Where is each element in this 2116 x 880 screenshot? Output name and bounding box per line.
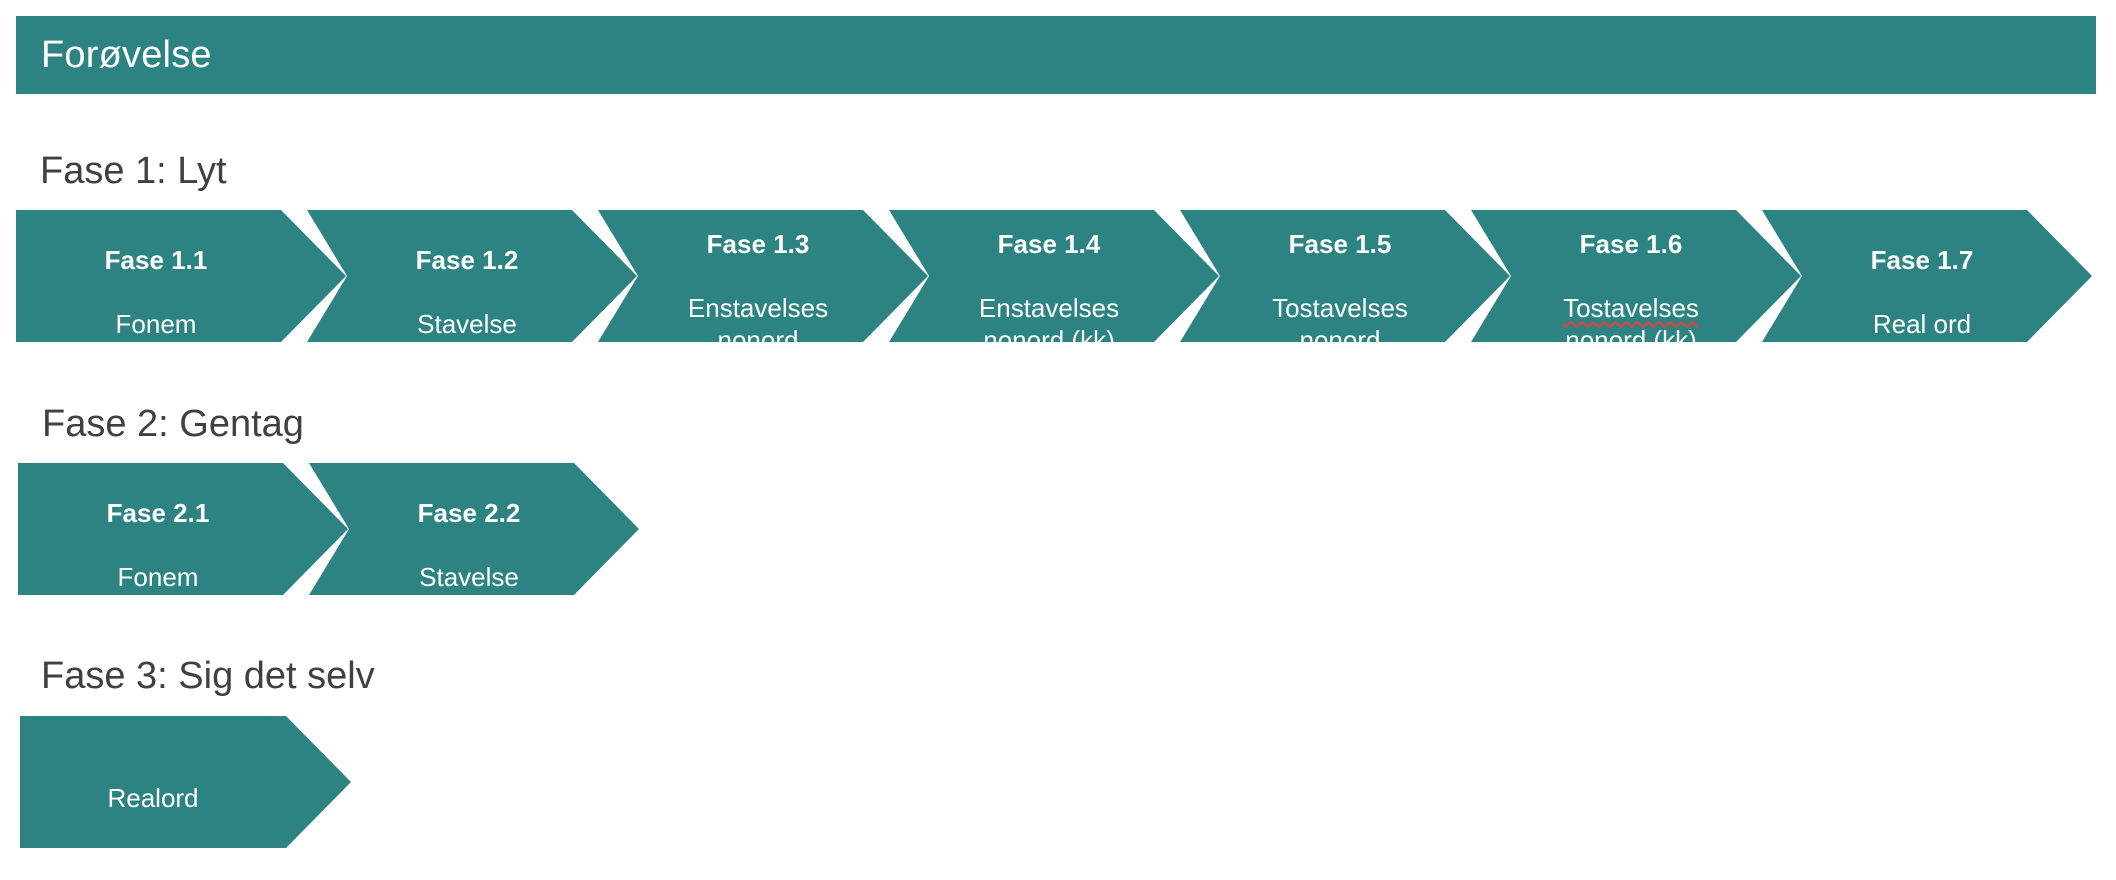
step-title: Fase 1.3: [706, 229, 810, 259]
step-title: Fase 1.1: [104, 245, 208, 275]
step-title: Fase 1.7: [1870, 245, 1974, 275]
step-label: Fonem: [115, 309, 197, 339]
step-label: Tostavelses nonord (kk): [1563, 293, 1699, 355]
phase-1-heading: Fase 1: Lyt: [40, 150, 227, 192]
step-label: Enstavelses nonord: [687, 293, 829, 355]
step-title: Fase 1.5: [1288, 229, 1392, 259]
step-label: Fonem: [117, 562, 199, 592]
phase-2-heading: Fase 2: Gentag: [42, 403, 304, 445]
phase-step-1-4: Fase 1.4 Enstavelses nonord (kk): [889, 210, 1219, 342]
phase-step-1-7: Fase 1.7 Real ord: [1762, 210, 2092, 342]
phase-step-2-1: Fase 2.1 Fonem: [18, 463, 348, 595]
phase-3-heading: Fase 3: Sig det selv: [41, 655, 375, 697]
banner-title: Forøvelse: [41, 33, 212, 76]
phase-step-1-6: Fase 1.6 Tostavelses nonord (kk): [1471, 210, 1801, 342]
step-title: Fase 2.1: [106, 498, 210, 528]
step-title: Fase 2.2: [417, 498, 521, 528]
step-label: Real ord: [1872, 309, 1972, 339]
phase-step-1-2: Fase 1.2 Stavelse: [307, 210, 637, 342]
step-label: Stavelse: [419, 562, 519, 592]
step-label: Realord: [107, 783, 199, 813]
title-banner: Forøvelse: [16, 16, 2096, 94]
step-title: Fase 1.2: [415, 245, 519, 275]
step-title: Fase 1.4: [997, 229, 1101, 259]
phase-step-1-1: Fase 1.1 Fonem: [16, 210, 346, 342]
phase-step-3-realord: Realord: [20, 716, 351, 848]
step-label: Tostavelses nonord: [1272, 293, 1408, 355]
step-label: Enstavelses nonord (kk): [978, 293, 1120, 355]
phase-step-1-5: Fase 1.5 Tostavelses nonord: [1180, 210, 1510, 342]
phase-step-1-3: Fase 1.3 Enstavelses nonord: [598, 210, 928, 342]
phase-step-2-2: Fase 2.2 Stavelse: [309, 463, 639, 595]
step-title: Fase 1.6: [1579, 229, 1683, 259]
step-label: Stavelse: [417, 309, 517, 339]
